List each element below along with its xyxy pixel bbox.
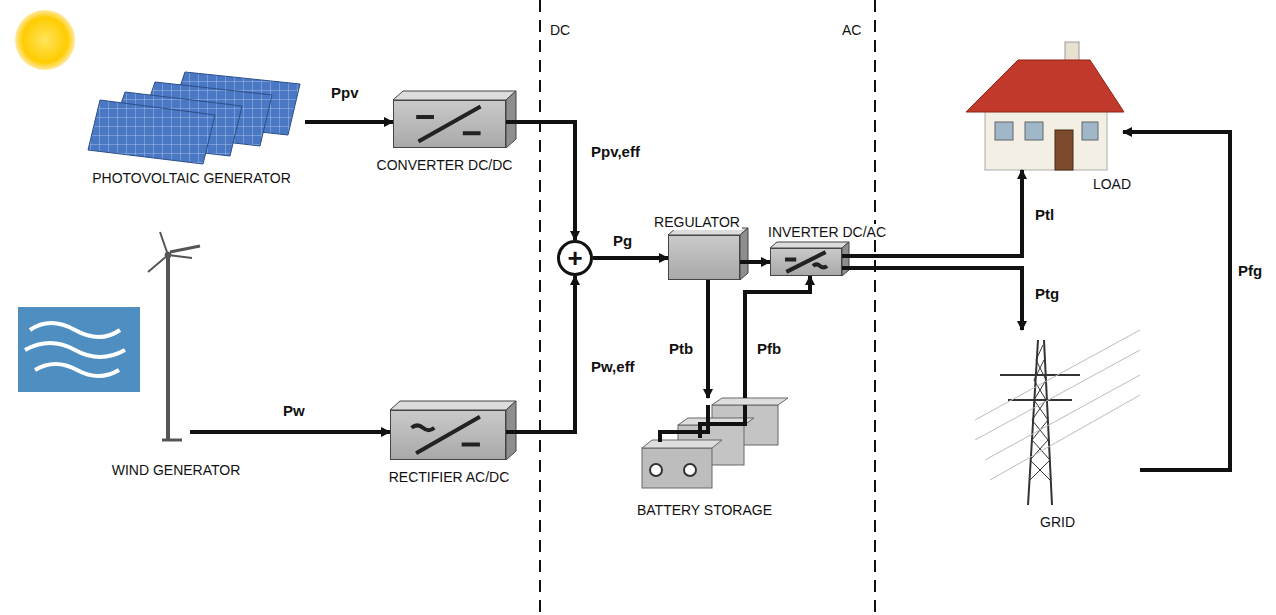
power-label: Pw — [282, 402, 306, 419]
sum-sign: + — [567, 245, 582, 271]
component-label: WIND GENERATOR — [110, 462, 243, 478]
regulator-box: REGULATOR — [668, 235, 740, 280]
wind-turbine — [148, 232, 200, 440]
component-label: INVERTER DC/AC — [766, 224, 888, 240]
component-label: BATTERY STORAGE — [635, 502, 774, 518]
power-label: Pg — [612, 232, 633, 249]
power-label: Pfb — [756, 340, 782, 357]
sun — [15, 10, 75, 70]
inverter-box: INVERTER DC/AC — [770, 248, 842, 276]
load-house: LOAD — [965, 60, 1123, 170]
house — [966, 42, 1124, 170]
converter-symbol — [771, 249, 841, 275]
component-label: RECTIFIER AC/DC — [387, 469, 512, 485]
boundary-line — [539, 0, 541, 615]
power-label: Ptl — [1034, 206, 1055, 223]
power-flow-line — [190, 430, 390, 434]
battery — [642, 398, 788, 488]
boundary-line — [874, 0, 876, 615]
pv-generator: PHOTOVOLTAIC GENERATOR — [88, 62, 305, 166]
battery-storage: BATTERY STORAGE — [640, 398, 785, 490]
component-label: PHOTOVOLTAIC GENERATOR — [90, 170, 293, 186]
pv-panels — [88, 72, 300, 164]
grid-tower — [975, 330, 1140, 505]
box-faces — [390, 91, 849, 460]
power-flow-line — [593, 256, 668, 260]
power-flow-line — [745, 276, 810, 398]
power-flow-line — [506, 276, 575, 432]
power-flow-line — [305, 120, 393, 124]
power-flow-line — [706, 280, 710, 398]
converter-box: CONVERTER DC/DC — [393, 100, 506, 148]
summing-junction: + — [557, 240, 593, 276]
component-label: CONVERTER DC/DC — [375, 157, 515, 173]
rectifier-box: RECTIFIER AC/DC — [390, 410, 506, 460]
wind-icon — [18, 307, 140, 392]
converter-symbol — [391, 411, 505, 459]
power-label: Ppv,eff — [590, 143, 641, 160]
region-label: DC — [548, 22, 572, 38]
power-flow-line — [842, 268, 1022, 330]
wind-generator: WIND GENERATOR — [150, 232, 190, 450]
power-flow-line — [740, 260, 770, 264]
grid-tower: GRID — [975, 330, 1140, 508]
power-flow-line — [842, 170, 1022, 256]
component-label: GRID — [1038, 514, 1077, 530]
region-label: AC — [840, 22, 863, 38]
power-label: Pfg — [1237, 262, 1263, 279]
power-label: Pw,eff — [590, 358, 636, 375]
power-label: Ptg — [1034, 285, 1060, 302]
converter-symbol — [394, 101, 505, 147]
component-label: LOAD — [1091, 176, 1133, 192]
power-flow-line — [506, 122, 575, 240]
power-label: Ppv — [330, 84, 360, 101]
component-label: REGULATOR — [652, 214, 742, 230]
power-flow-line — [1123, 132, 1230, 470]
power-label: Ptb — [668, 340, 694, 357]
